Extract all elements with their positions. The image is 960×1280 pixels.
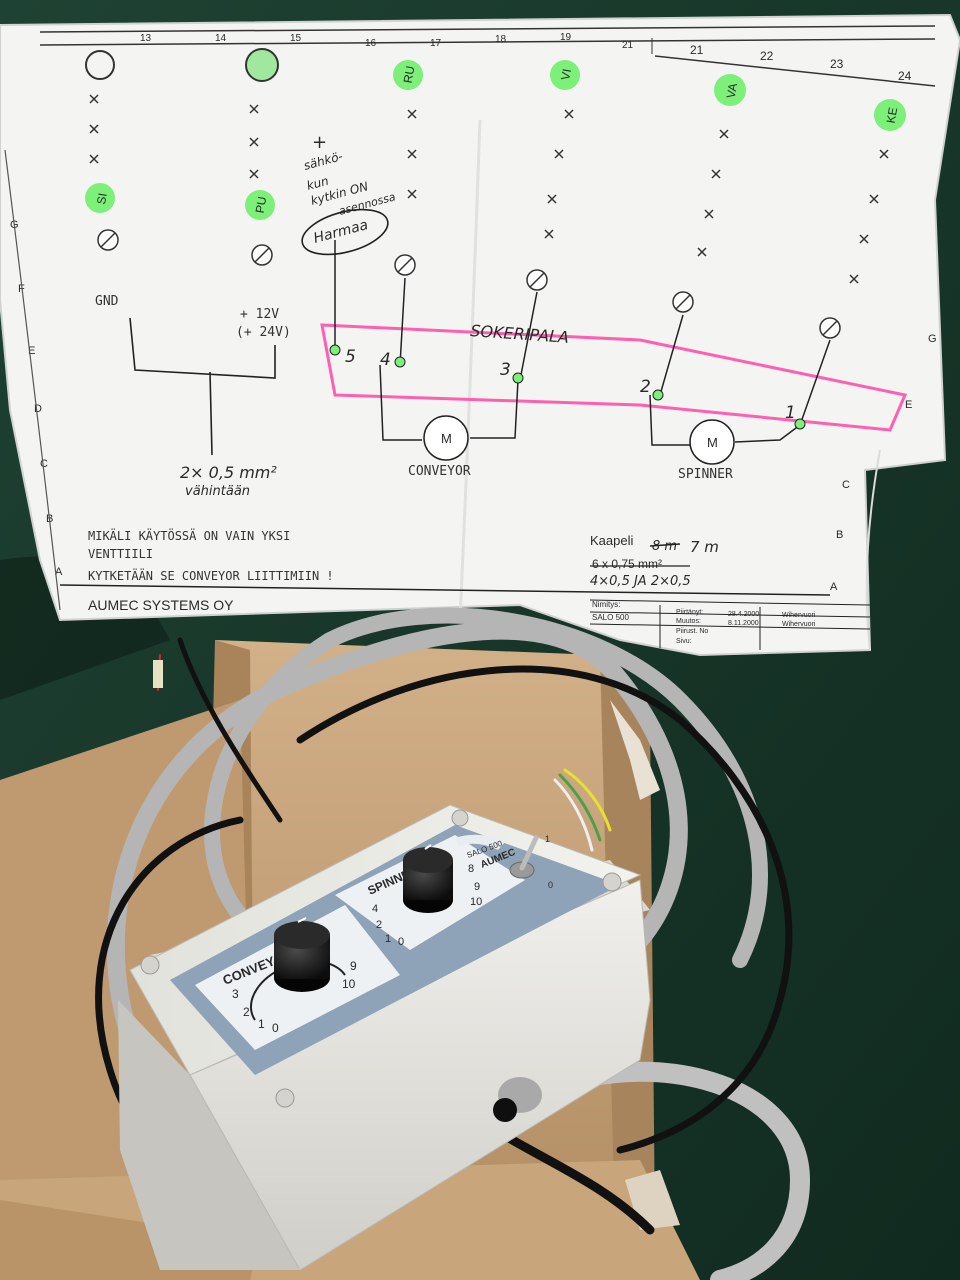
title-block: AUMEC SYSTEMS OY Nimitys: SALO 500 Piirt… <box>59 584 871 650</box>
row-letter-b-right: B <box>836 529 843 541</box>
sokeripala-box <box>320 323 908 432</box>
col-18: 18 <box>495 34 507 45</box>
row-letter-e-right: E <box>905 399 912 411</box>
cable-length-old: 8 m <box>652 539 677 554</box>
day-label-ru: RU <box>401 65 418 85</box>
conveyor-label: CONVEYOR <box>408 464 471 479</box>
conveyor-tick-3: 3 <box>232 987 239 1001</box>
col-16: 16 <box>365 38 377 49</box>
col-19: 19 <box>560 32 572 43</box>
terminal-5: 5 <box>345 347 356 367</box>
col-21b: 21 <box>690 43 704 57</box>
spinner-label: SPINNER <box>678 467 733 482</box>
terminal-2: 2 <box>640 377 651 397</box>
name-value: SALO 500 <box>592 613 629 622</box>
row-letter-c-right: C <box>842 479 850 491</box>
conveyor-tick-10: 10 <box>342 977 356 991</box>
terminal-1: 1 <box>785 403 796 423</box>
spinner-tick-1: 1 <box>385 933 391 945</box>
row-letter-e-left: E <box>28 345 35 357</box>
conveyor-tick-1: 1 <box>258 1017 265 1031</box>
cable-title: Kaapeli <box>590 533 633 548</box>
row-letter-a-right: A <box>830 581 838 593</box>
switch-on-label: 1 <box>545 834 550 844</box>
drawing-no-label: Piirust. No <box>676 628 708 635</box>
column-scale: 13 14 15 16 17 18 19 21 21 22 23 24 <box>39 25 936 87</box>
col-24: 24 <box>898 69 912 83</box>
drawn-date: 28.4.2000 <box>728 611 759 618</box>
spinner-tick-0: 0 <box>398 936 404 948</box>
day-label-ke: KE <box>884 106 901 124</box>
day-label-highlights: SI PU RU VI VA KE <box>85 48 906 220</box>
note-line-2: VENTTIILI <box>88 547 153 561</box>
left-row-letters: G F E D C B A <box>4 149 63 611</box>
gnd-label: GND <box>95 294 119 309</box>
note-line-1: MIKÄLI KÄYTÖSSÄ ON VAIN YKSI <box>88 527 290 543</box>
cable-spec-new: 4×0,5 JA 2×0,5 <box>590 574 691 589</box>
cable-length-new: 7 m <box>690 538 719 556</box>
conveyor-tick-9: 9 <box>350 959 357 973</box>
wiring-diagram-paper: 13 14 15 16 17 18 19 21 21 22 23 24 G F … <box>0 13 960 657</box>
day-label-vi: VI <box>558 68 574 82</box>
spinner-tick-9: 9 <box>474 881 480 893</box>
row-letter-g-right: G <box>928 333 937 345</box>
drawn-label: Piirtänyt: <box>676 609 703 616</box>
col-23: 23 <box>830 57 844 71</box>
drawn-by: Wihervuori <box>782 612 816 619</box>
changed-by: Wihervuori <box>782 621 816 628</box>
terminal-screws <box>97 229 841 339</box>
changed-label: Muutos: <box>676 618 701 625</box>
col-22: 22 <box>760 49 774 63</box>
conveyor-motor-symbol: M <box>441 431 452 446</box>
wire-note-sub: vähintään <box>185 484 250 499</box>
spinner-tick-4: 4 <box>372 903 378 915</box>
col-14: 14 <box>215 33 227 44</box>
spinner-tick-10: 10 <box>470 896 482 908</box>
cable-spec-old: 6 x 0,75 mm² <box>592 557 662 571</box>
conveyor-tick-0: 0 <box>272 1021 279 1035</box>
conveyor-tick-2: 2 <box>243 1005 250 1019</box>
right-row-letters: G E C B A <box>830 333 937 593</box>
row-letter-d-left: D <box>34 403 42 415</box>
row-letter-c-left: C <box>40 458 48 470</box>
col-13: 13 <box>140 33 152 44</box>
day-label-pu: PU <box>253 195 270 214</box>
col-17: 17 <box>430 38 442 49</box>
day-label-va: VA <box>724 82 740 99</box>
spinner-tick-2: 2 <box>376 919 382 931</box>
col-21a: 21 <box>622 40 634 51</box>
terminal-4: 4 <box>380 350 391 370</box>
crossed-out-labels <box>89 94 889 284</box>
wire-note: 2× 0,5 mm² <box>180 463 277 482</box>
hand-note-plus: + <box>312 132 327 153</box>
col-15: 15 <box>290 33 302 44</box>
row-letter-a-left: A <box>55 566 63 578</box>
spinner-tick-8: 8 <box>468 863 474 875</box>
day-label-si: SI <box>94 192 110 206</box>
spinner-motor-symbol: M <box>707 435 718 450</box>
supply-label-alt: (+ 24V) <box>236 325 291 340</box>
name-label: Nimitys: <box>592 600 620 609</box>
switch-off-label: 0 <box>548 880 553 890</box>
hand-note-kun: kun <box>305 174 330 193</box>
changed-date: 8.11.2000 <box>728 620 759 627</box>
power-toggle-switch[interactable]: 1 0 <box>509 834 553 890</box>
terminal-3: 3 <box>500 360 511 380</box>
sivu-label: Sivu: <box>676 638 692 645</box>
company-name: AUMEC SYSTEMS OY <box>88 597 234 613</box>
note-line-3: KYTKETÄÄN SE CONVEYOR LIITTIMIIN ! <box>88 568 334 583</box>
supply-label: + 12V <box>240 307 279 322</box>
